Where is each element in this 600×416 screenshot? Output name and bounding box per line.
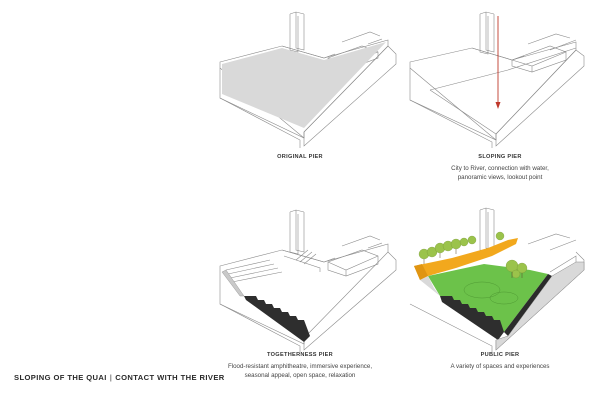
amphitheatre-steps (244, 296, 310, 342)
panel-description-line: Flood-resistant amphitheatre, immersive … (227, 363, 373, 370)
down-arrow-icon (495, 16, 501, 109)
title-separator: | (109, 373, 113, 382)
togetherness-pier-diagram (219, 209, 397, 352)
panel-togetherness-pier: TOGETHERNESS PIER Flood-resistant amphit… (200, 200, 400, 416)
panel-original-pier: ORIGINAL PIER (200, 0, 400, 200)
panel-title: TOGETHERNESS PIER (267, 352, 333, 358)
panel-description-line: City to River, connection with water, (451, 165, 549, 172)
panel-description-line: seasonal appeal, open space, relaxation (244, 372, 356, 379)
panel-title: ORIGINAL PIER (277, 154, 323, 160)
panel-description-line: panoramic views, lookout point (457, 174, 543, 181)
panel-title: SLOPING PIER (478, 154, 522, 160)
tree-icon (418, 231, 528, 279)
diagram-title: SLOPING OF THE QUAI|CONTACT WITH THE RIV… (14, 373, 225, 382)
grass-area (428, 264, 548, 332)
original-pier-diagram (219, 11, 397, 148)
panel-public-pier: PUBLIC PIER A variety of spaces and expe… (400, 200, 600, 416)
deck-walkway (414, 238, 518, 280)
edge-steps (440, 296, 504, 340)
public-pier-diagram (409, 207, 585, 352)
title-left: SLOPING OF THE QUAI (14, 373, 107, 382)
panel-description-line: A variety of spaces and experiences (450, 363, 550, 370)
panel-sloping-pier: SLOPING PIER City to River, connection w… (400, 0, 600, 200)
panel-title: PUBLIC PIER (480, 352, 520, 358)
sloping-pier-diagram (409, 11, 585, 148)
title-right: CONTACT WITH THE RIVER (115, 373, 225, 382)
